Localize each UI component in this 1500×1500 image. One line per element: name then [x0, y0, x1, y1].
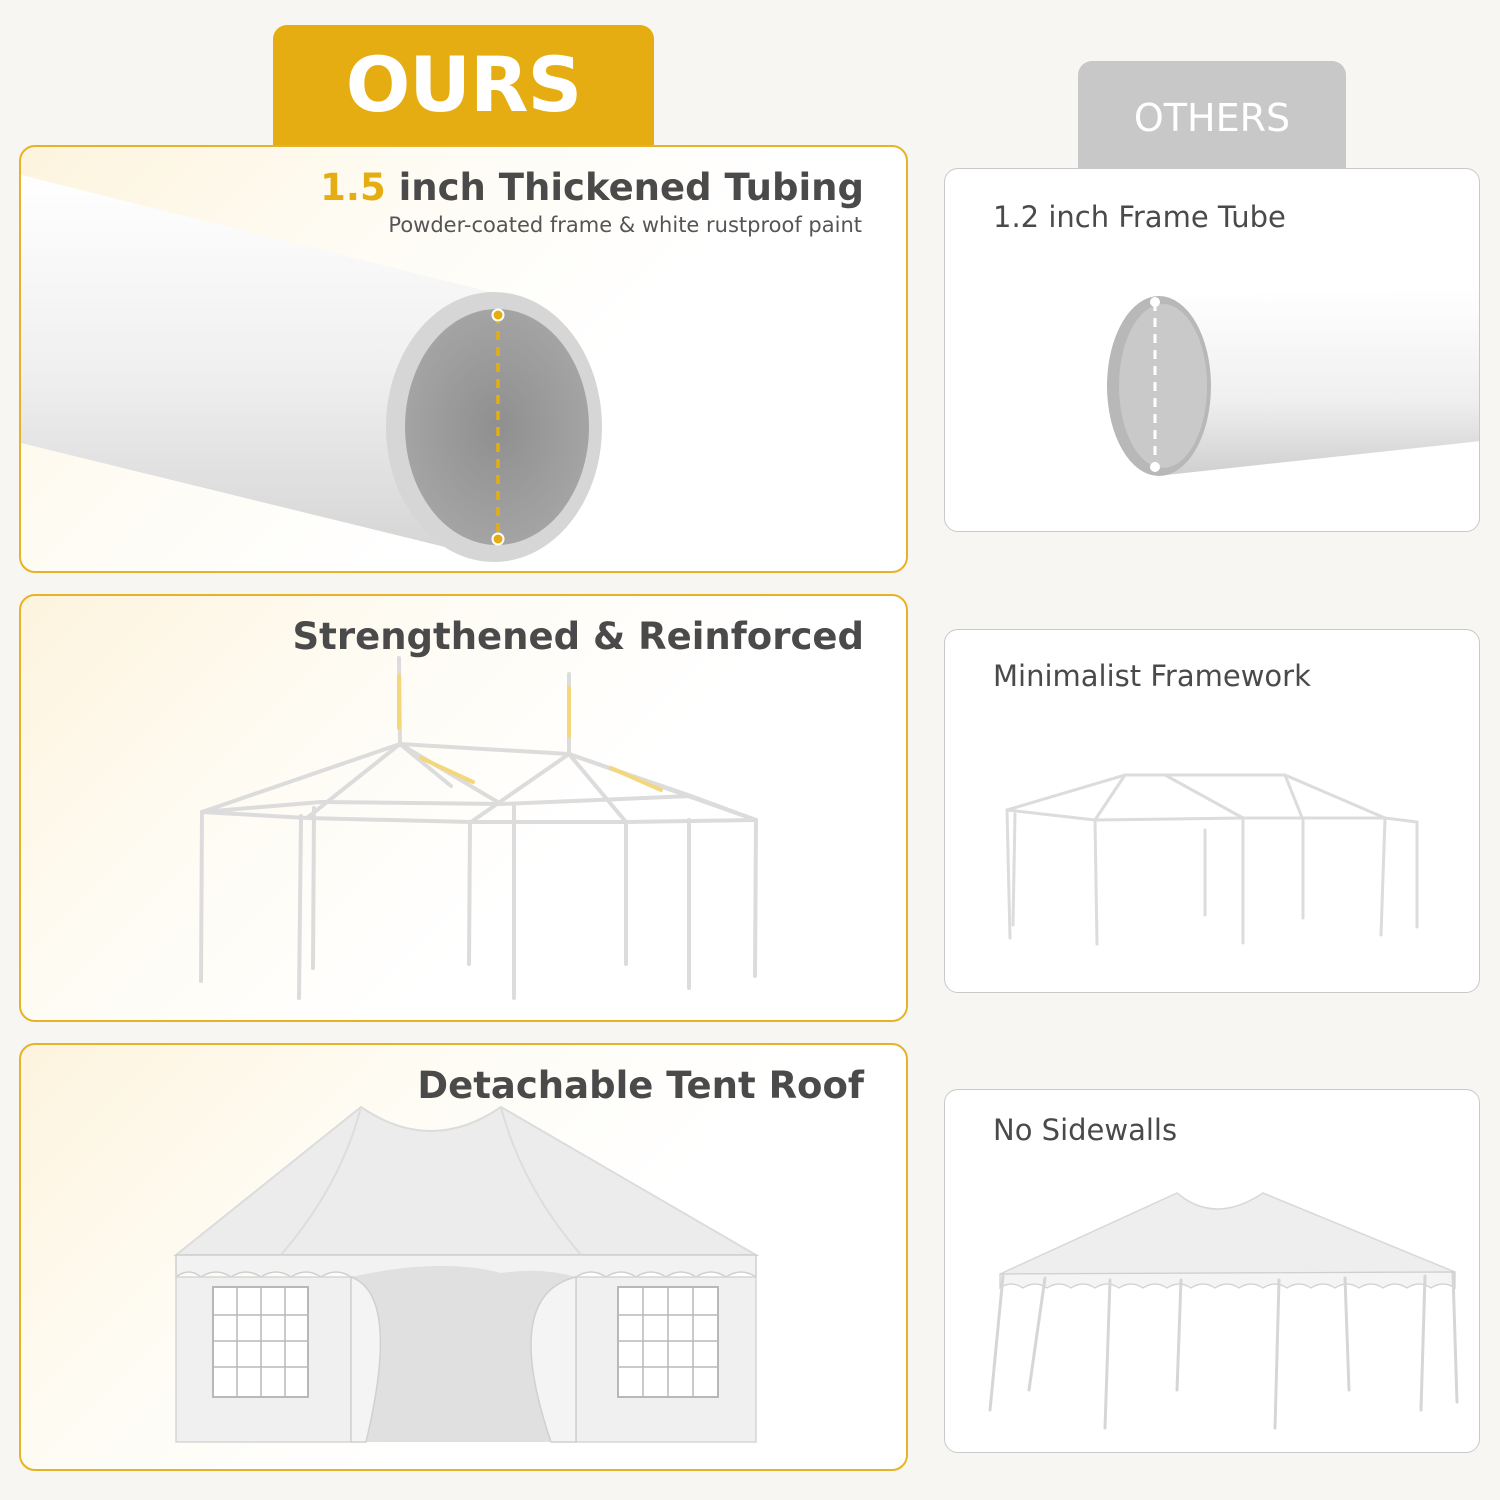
tubing-title: 1.5 inch Thickened Tubing: [320, 169, 864, 206]
tubing-title-text: inch Thickened Tubing: [385, 166, 864, 209]
tubing-size-accent: 1.5: [320, 166, 386, 209]
others-frame-panel: Minimalist Framework: [944, 629, 1480, 993]
tent-no-sidewalls-illustration: [988, 1192, 1459, 1430]
reinforced-title: Strengthened & Reinforced: [292, 615, 864, 658]
ours-tab: OURS: [273, 25, 654, 150]
thick-tube-illustration: [21, 175, 602, 562]
others-tent-panel: No Sidewalls: [944, 1089, 1480, 1453]
others-tab: OTHERS: [1078, 61, 1346, 173]
ours-tab-label: OURS: [345, 40, 583, 129]
others-tube-title: 1.2 inch Frame Tube: [993, 200, 1286, 234]
others-tent-title: No Sidewalls: [993, 1113, 1178, 1147]
roof-title: Detachable Tent Roof: [417, 1064, 864, 1107]
minimalist-frame-illustration: [1005, 773, 1419, 946]
others-tab-label: OTHERS: [1133, 96, 1291, 140]
ours-frame-panel: Strengthened & Reinforced: [19, 594, 908, 1022]
tent-with-sidewalls-illustration: [173, 1105, 760, 1443]
thin-tube-illustration: [1107, 289, 1479, 476]
others-frame-title: Minimalist Framework: [993, 659, 1311, 693]
tubing-subtitle: Powder-coated frame & white rustproof pa…: [388, 213, 862, 237]
ours-tubing-panel: 1.5 inch Thickened Tubing Powder-coated …: [19, 145, 908, 573]
others-tube-panel: 1.2 inch Frame Tube: [944, 168, 1480, 532]
reinforced-frame-illustration: [199, 656, 758, 1000]
ours-roof-panel: Detachable Tent Roof: [19, 1043, 908, 1471]
